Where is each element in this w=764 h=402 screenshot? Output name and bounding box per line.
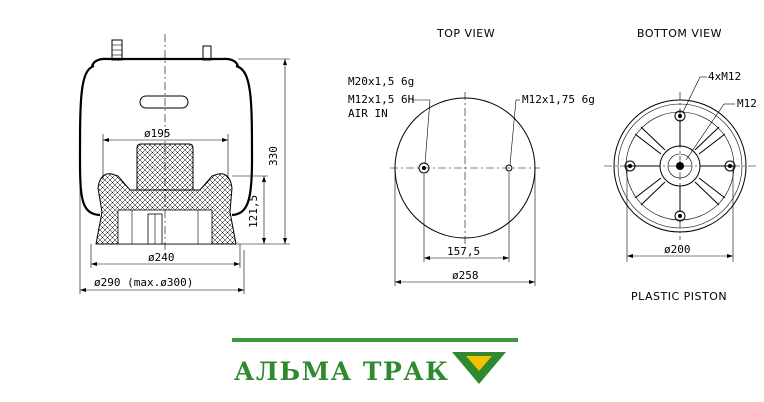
bottom-view-title: BOTTOM VIEW [637,27,722,40]
bottom-view: BOTTOM VIEW [604,27,757,303]
callout-4xm12: 4xM12 [708,70,741,83]
callout-m20: M20x1,5 6g [348,75,414,88]
stud-hole [505,164,513,172]
callout-m12-175: M12x1,75 6g [522,93,595,106]
dim-195-text: ø195 [144,127,171,140]
dim-290-text: ø290 (max.ø300) [94,276,193,289]
side-view: ø195 ø240 ø290 (max.ø300) 330 121,5 [78,34,290,294]
dim-200-text: ø200 [664,243,691,256]
top-plate [90,57,240,67]
plastic-piston-label: PLASTIC PISTON [631,290,727,303]
bellow-slot [139,95,189,109]
brand-name: АЛЬМА ТРАК [234,357,449,386]
callout-air-in: AIR IN [348,107,388,120]
callout-m12: M12 [737,97,757,110]
callout-m12-6h: M12x1,5 6H [348,93,414,106]
brand-bar [232,338,518,342]
top-view: TOP VIEW M20x1,5 6g M12x1,5 6H AIR IN M1… [348,27,595,286]
brand-logo: АЛЬМА ТРАК [232,338,518,386]
dim-240-text: ø240 [148,251,175,264]
dim-157-text: 157,5 [447,245,480,258]
bellow-right [231,64,254,217]
top-view-title: TOP VIEW [436,27,495,40]
air-inlet-fitting [418,162,430,174]
dim-330-text: 330 [267,146,280,166]
dim-121-text: 121,5 [247,195,260,228]
bellow-left [78,64,101,217]
dim-258-text: ø258 [452,269,479,282]
